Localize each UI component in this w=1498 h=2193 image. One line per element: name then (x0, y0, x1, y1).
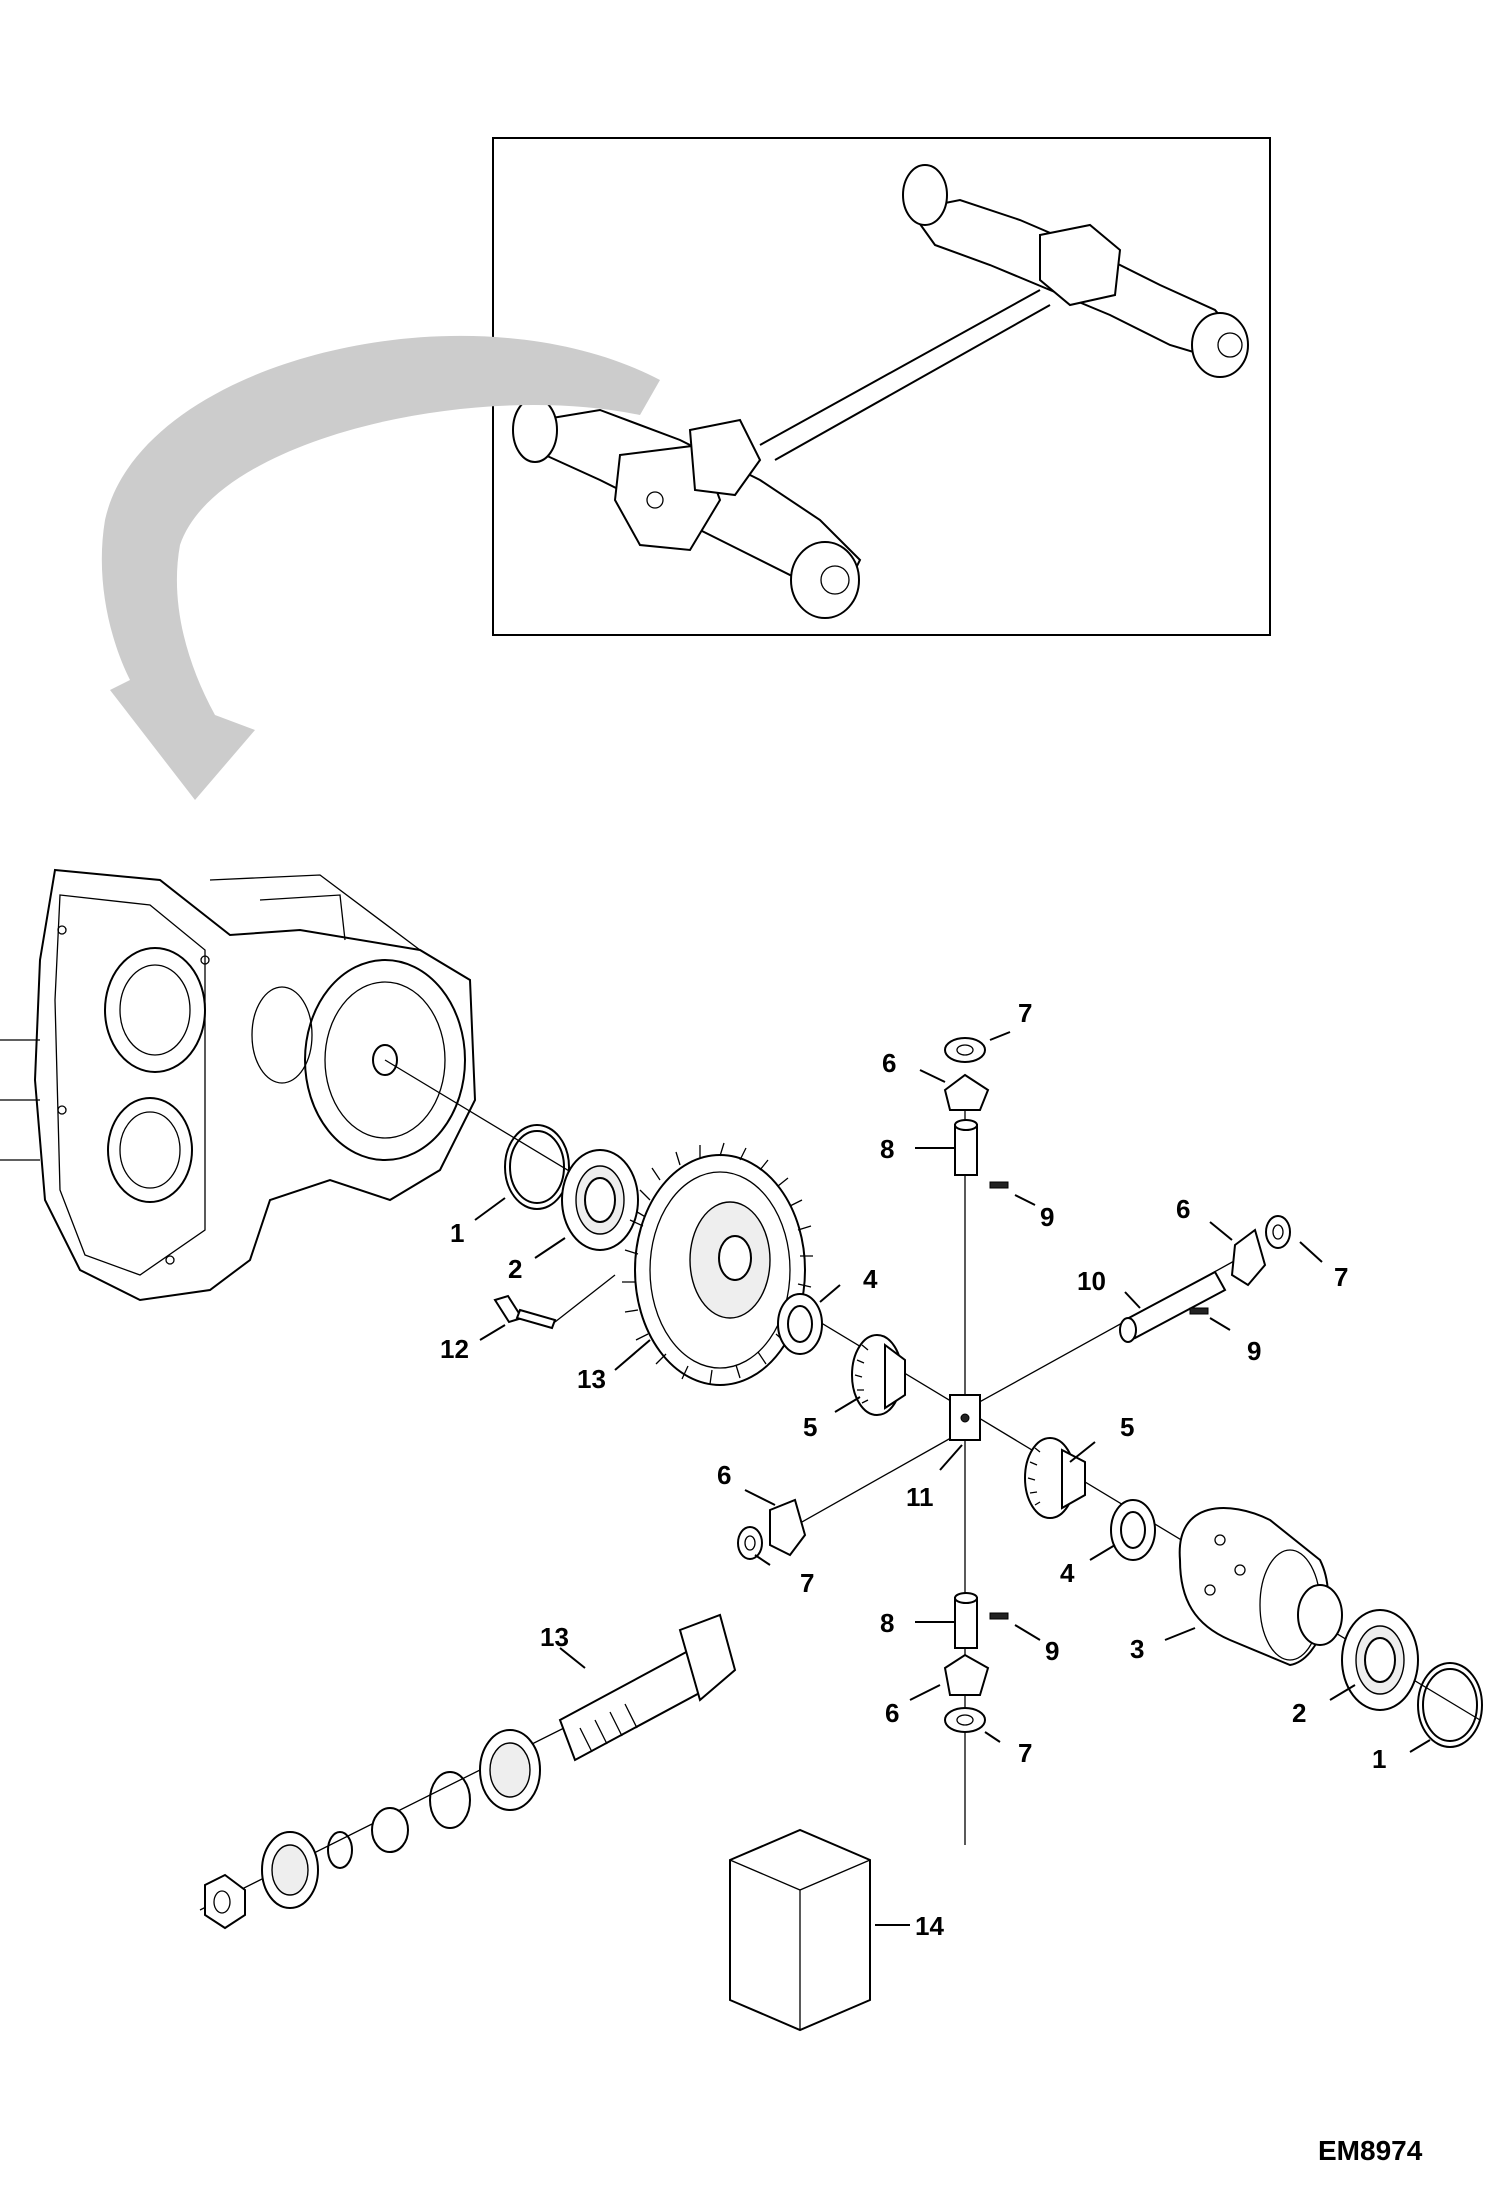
pinion-6-left (769, 1498, 807, 1557)
washer-7-left (737, 1526, 763, 1560)
callout-9-top: 9 (1040, 1202, 1054, 1232)
spider-axis-left (769, 1429, 966, 1541)
pinion-6-top (943, 1073, 990, 1111)
washer-7-bottom (944, 1707, 986, 1733)
callout-13-ring-gear: 13 (577, 1364, 606, 1394)
bearing-left (561, 1149, 639, 1251)
washer-7-top (944, 1037, 986, 1063)
callout-6-left: 6 (717, 1460, 731, 1490)
callout-7-top: 7 (1018, 998, 1032, 1028)
shim-ring (371, 1807, 409, 1853)
callout-11: 11 (906, 1482, 934, 1512)
pinion-shaft-13 (558, 1613, 737, 1762)
bearing-pinion-inner (479, 1729, 541, 1811)
pointer-arrow (101, 335, 660, 800)
drawing-code: EM8974 (1318, 2135, 1423, 2166)
callout-7-bottom: 7 (1018, 1738, 1032, 1768)
kit-box-14 (729, 1828, 871, 2032)
thin-ring (327, 1831, 353, 1869)
callout-12: 12 (440, 1334, 469, 1364)
callout-9-bottom: 9 (1045, 1636, 1059, 1666)
snap-ring-right (1417, 1662, 1483, 1748)
spacer-ring (429, 1771, 471, 1829)
callout-13-pinion-shaft: 13 (540, 1622, 569, 1652)
pinion-6-right (1230, 1228, 1267, 1287)
differential-case-3 (1178, 1507, 1343, 1667)
callout-2-left: 2 (508, 1254, 522, 1284)
shaft-8-bottom (954, 1592, 1009, 1649)
shaft-10 (1119, 1270, 1227, 1343)
callout-8-top: 8 (880, 1134, 894, 1164)
washer-7-right (1265, 1215, 1291, 1249)
callout-5-left: 5 (803, 1412, 817, 1442)
callout-6-bottom: 6 (885, 1698, 899, 1728)
axle-housing (0, 868, 477, 1302)
thrust-washer-4-left (777, 1293, 823, 1355)
bearing-right (1341, 1609, 1419, 1711)
callout-1-left: 1 (450, 1218, 464, 1248)
leader-lines (474, 1031, 1431, 1926)
callout-8-bottom: 8 (880, 1608, 894, 1638)
side-gear-5-left (851, 1334, 906, 1416)
callout-14: 14 (915, 1911, 944, 1941)
callout-6-right: 6 (1176, 1194, 1190, 1224)
bearing-pinion-outer (261, 1831, 319, 1909)
callout-10: 10 (1077, 1266, 1106, 1296)
callout-2-right: 2 (1292, 1698, 1306, 1728)
callout-5-right: 5 (1120, 1412, 1134, 1442)
callout-4-right: 4 (1060, 1558, 1075, 1588)
thrust-washer-4-right (1110, 1499, 1156, 1561)
callout-6-top: 6 (882, 1048, 896, 1078)
callout-9-right: 9 (1247, 1336, 1261, 1366)
snap-ring-left (504, 1124, 570, 1210)
nut (204, 1873, 246, 1930)
pinion-6-bottom (943, 1653, 990, 1696)
ring-gear (622, 1142, 813, 1386)
callout-1-right: 1 (1372, 1744, 1386, 1774)
side-gear-5-right (1024, 1437, 1086, 1519)
callout-4-left: 4 (863, 1264, 878, 1294)
shaft-8-top (954, 1119, 1009, 1189)
bolt-12 (493, 1274, 616, 1330)
callout-7-left: 7 (800, 1568, 814, 1598)
spider-block-11 (949, 1394, 981, 1441)
callout-7-right: 7 (1334, 1262, 1348, 1292)
callout-3: 3 (1130, 1634, 1144, 1664)
